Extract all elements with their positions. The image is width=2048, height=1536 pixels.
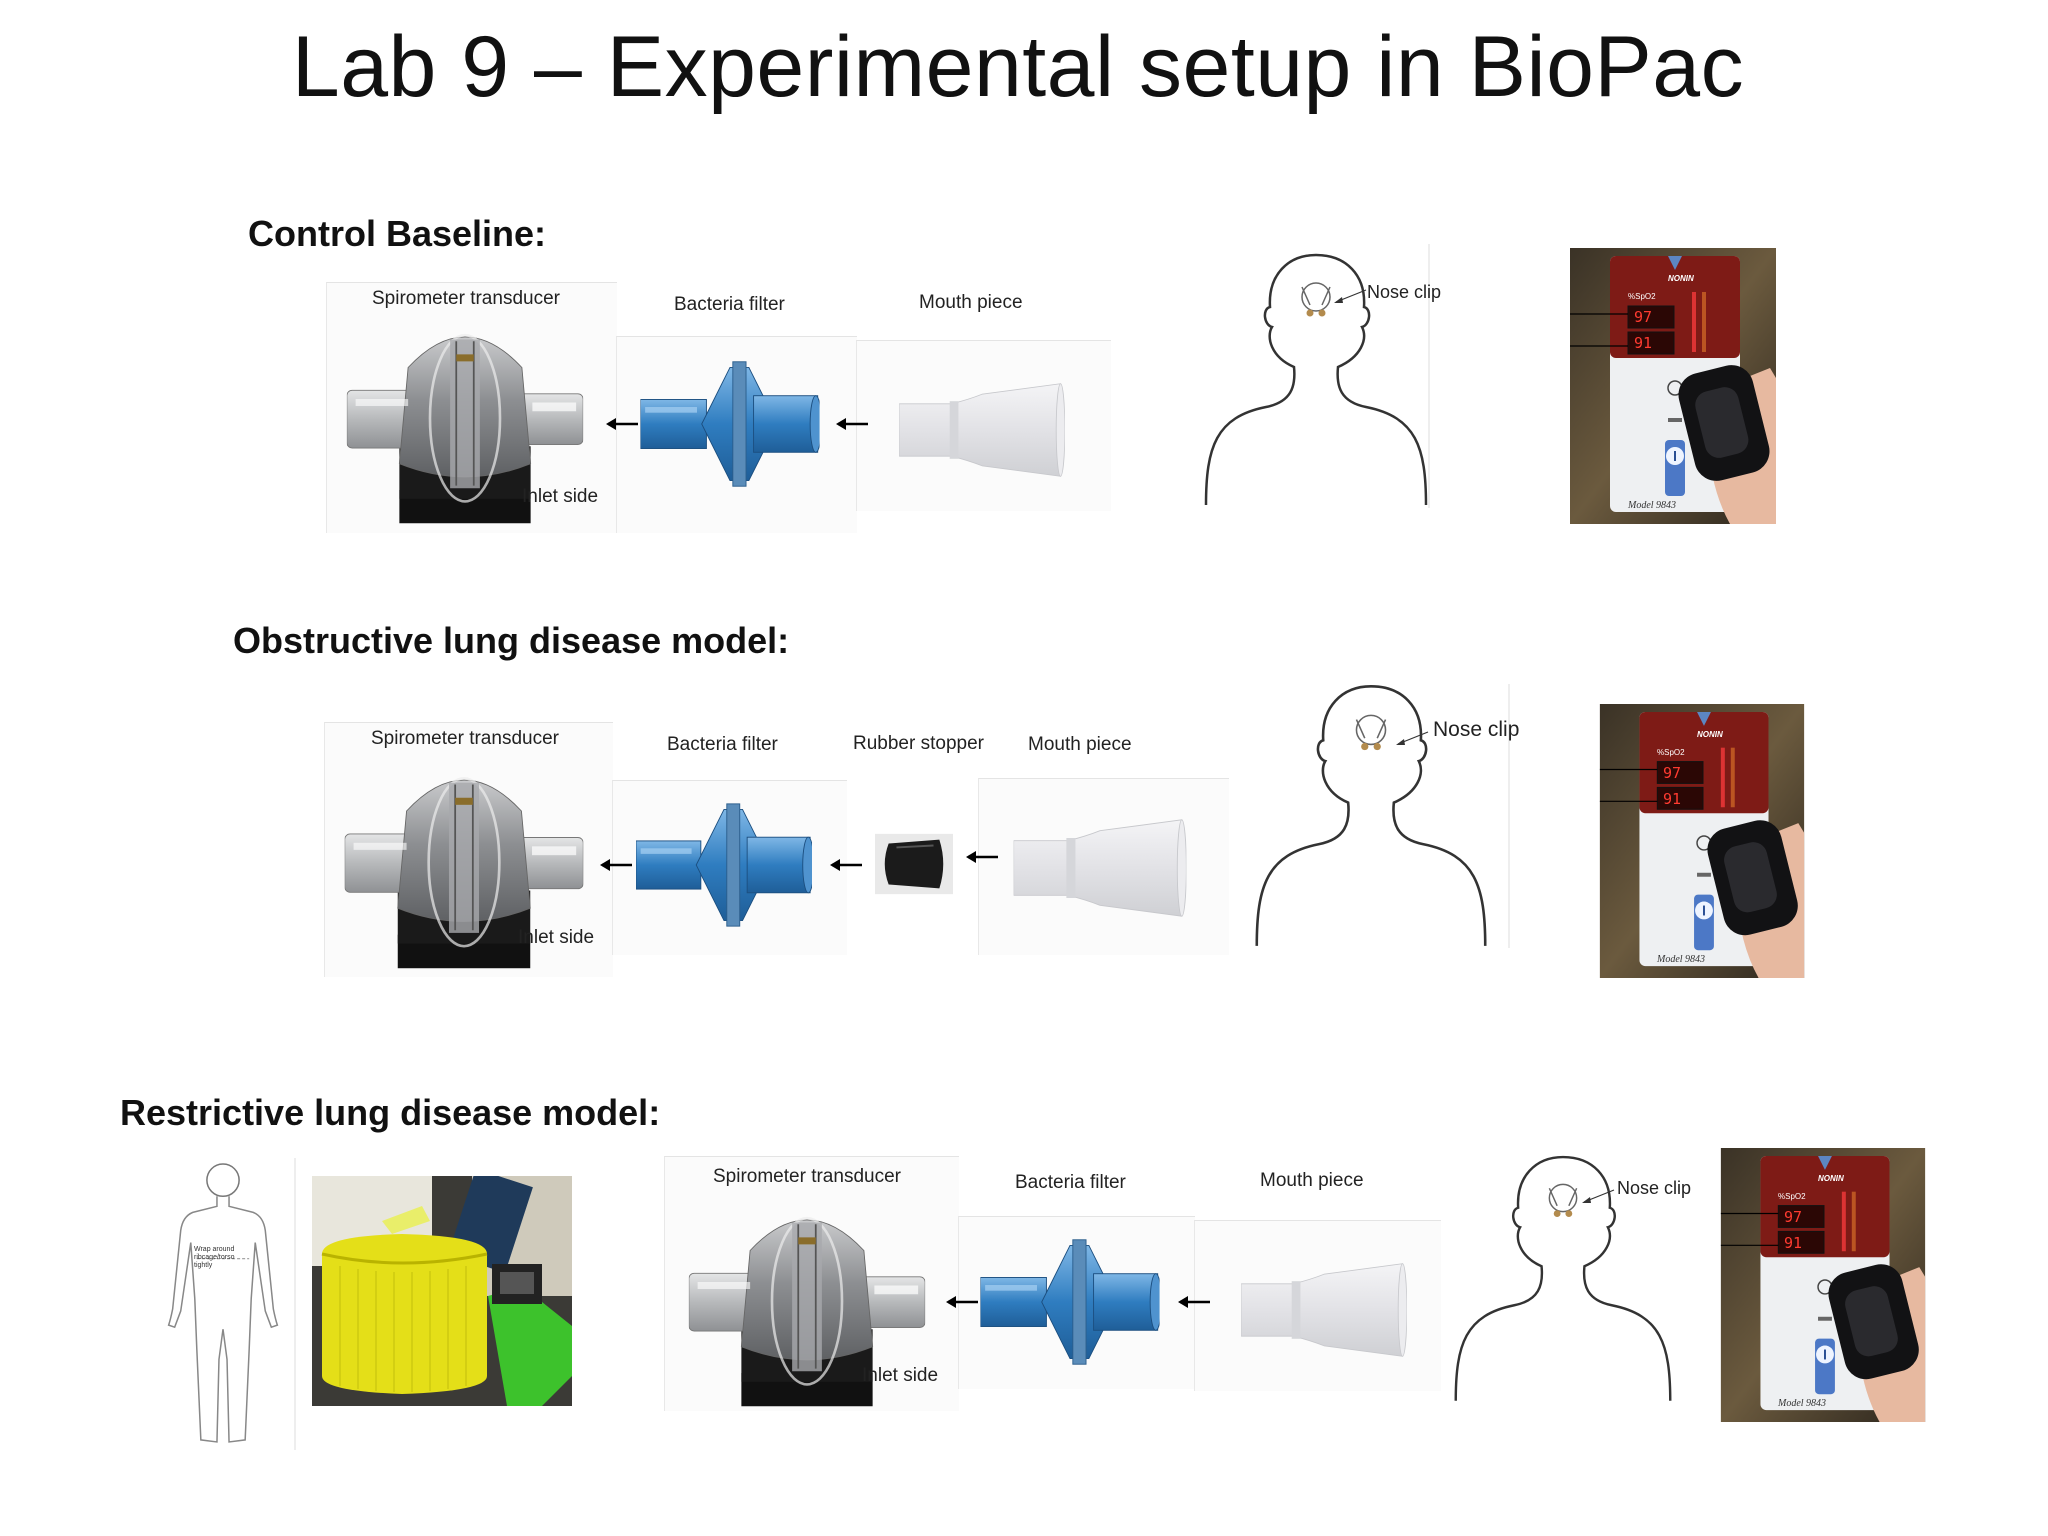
control-divider <box>1428 244 1430 508</box>
obstructive-rubber-stopper-image <box>875 833 953 895</box>
obstructive-filter-label: Bacteria filter <box>667 734 778 755</box>
restrictive-oximeter-spo2-label: %SpO2 <box>1778 1192 1806 1201</box>
obstructive-stopper-label: Rubber stopper <box>853 733 984 754</box>
obstructive-mouth-piece-image <box>1004 818 1196 918</box>
restrictive-spirometer-label: Spirometer transducer <box>713 1166 901 1187</box>
restrictive-arrow-1 <box>944 1292 980 1312</box>
restrictive-filter-label: Bacteria filter <box>1015 1172 1126 1193</box>
obstructive-oximeter-spo2-label: %SpO2 <box>1657 748 1685 757</box>
restrictive-heading: Restrictive lung disease model: <box>120 1092 661 1133</box>
obstructive-bacteria-filter-image <box>636 800 812 930</box>
obstructive-nose-clip-pointer <box>1392 728 1432 748</box>
restrictive-oximeter-spo2-value: 97 <box>1784 1208 1803 1226</box>
restrictive-mouth-label: Mouth piece <box>1260 1170 1364 1191</box>
restrictive-bacteria-filter-image <box>980 1236 1160 1368</box>
obstructive-nose-clip-label: Nose clip <box>1433 718 1520 741</box>
obstructive-divider <box>1508 684 1510 948</box>
restrictive-mouth-piece-image <box>1228 1262 1420 1358</box>
restrictive-oximeter-model: Model 9843 <box>1778 1398 1827 1409</box>
control-filter-label: Bacteria filter <box>674 294 785 315</box>
control-oximeter-pulse-value: 91 <box>1634 334 1653 352</box>
control-inlet-label: Inlet side <box>522 486 599 507</box>
control-pulse-oximeter-image: NONIN %SpO2 97 91 Model 9843 <box>1570 248 1776 524</box>
obstructive-arrow-1 <box>598 855 634 875</box>
control-spirometer-label: Spirometer transducer <box>372 288 560 309</box>
restrictive-body-outline-diagram: Wrap around ribcage/torso tightly <box>150 1158 296 1450</box>
restrictive-pulse-oximeter-image: NONIN %SpO2 97 91 Model 9843 <box>1720 1148 1926 1422</box>
obstructive-heading: Obstructive lung disease model: <box>233 620 790 661</box>
control-baseline-heading: Control Baseline: <box>248 213 547 254</box>
control-nose-clip-pointer <box>1330 286 1370 306</box>
restrictive-chest-strap-photo <box>312 1176 572 1406</box>
restrictive-nose-clip-pointer <box>1578 1186 1618 1206</box>
control-arrow-2 <box>834 414 870 434</box>
obstructive-oximeter-spo2-value: 97 <box>1663 764 1682 782</box>
control-bacteria-filter-image <box>640 358 820 490</box>
restrictive-body-note: Wrap around ribcage/torso tightly <box>194 1246 235 1269</box>
restrictive-oximeter-brand: NONIN <box>1818 1174 1844 1183</box>
obstructive-oximeter-brand: NONIN <box>1697 730 1723 739</box>
obstructive-arrow-3 <box>964 847 1000 867</box>
control-oximeter-spo2-value: 97 <box>1634 308 1653 326</box>
restrictive-inlet-label: Inlet side <box>862 1365 939 1386</box>
control-arrow-1 <box>604 414 640 434</box>
obstructive-inlet-label: Inlet side <box>518 927 595 948</box>
obstructive-arrow-2 <box>828 855 864 875</box>
restrictive-oximeter-pulse-value: 91 <box>1784 1234 1803 1252</box>
control-mouth-label: Mouth piece <box>919 292 1023 313</box>
obstructive-mouth-label: Mouth piece <box>1028 734 1132 755</box>
restrictive-arrow-2 <box>1176 1292 1212 1312</box>
obstructive-oximeter-model: Model 9843 <box>1657 954 1706 965</box>
obstructive-pulse-oximeter-image: NONIN %SpO2 97 91 Model 9843 <box>1599 704 1805 978</box>
control-oximeter-spo2-label: %SpO2 <box>1628 292 1656 301</box>
restrictive-nose-clip-label: Nose clip <box>1617 1178 1692 1198</box>
obstructive-oximeter-pulse-value: 91 <box>1663 790 1682 808</box>
control-oximeter-model: Model 9843 <box>1628 500 1677 511</box>
obstructive-spirometer-label: Spirometer transducer <box>371 728 559 749</box>
control-mouth-piece-image <box>886 382 1078 478</box>
slide-title: Lab 9 – Experimental setup in BioPac <box>291 19 1745 115</box>
restrictive-body-divider <box>294 1158 296 1450</box>
control-nose-clip-label: Nose clip <box>1367 282 1442 302</box>
control-oximeter-brand: NONIN <box>1668 274 1694 283</box>
